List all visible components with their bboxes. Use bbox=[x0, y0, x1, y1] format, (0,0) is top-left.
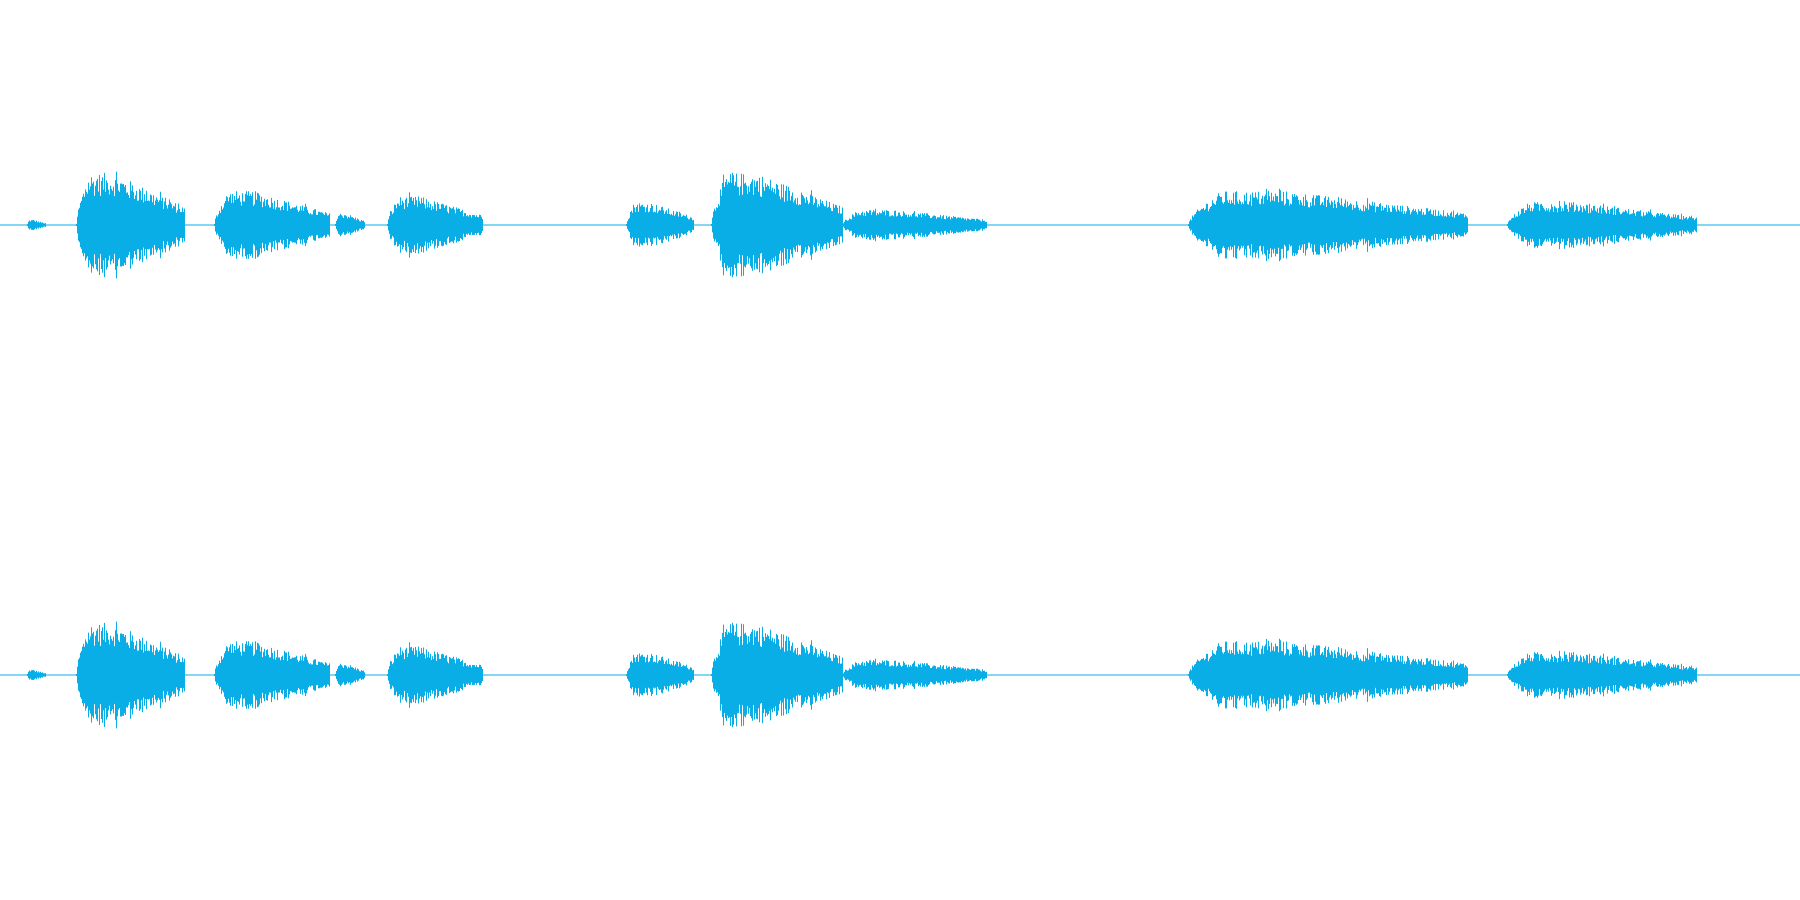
channel-2-samples bbox=[27, 621, 1697, 729]
channel-1-waveform[interactable] bbox=[0, 171, 1800, 279]
channel-1-samples bbox=[27, 171, 1697, 279]
channel-2-waveform[interactable] bbox=[0, 621, 1800, 729]
